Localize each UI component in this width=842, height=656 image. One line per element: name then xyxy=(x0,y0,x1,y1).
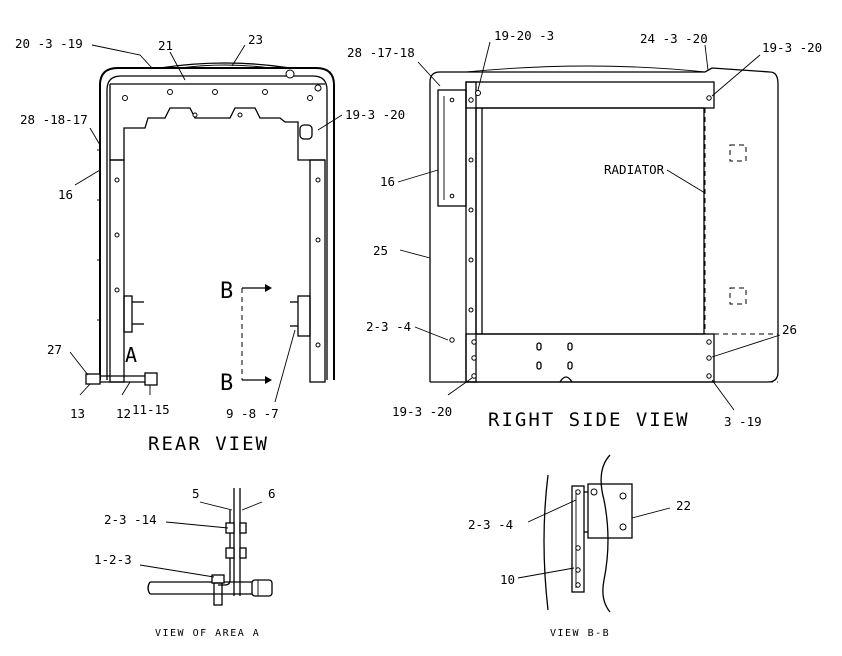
label-19-3-20-top: 19-3 -20 xyxy=(762,40,822,55)
label-1-2-3: 1-2-3 xyxy=(94,552,132,567)
view-b-b: 2-3 -4 22 10 VIEW B-B xyxy=(468,454,691,639)
view-b-b-title: VIEW B-B xyxy=(550,628,610,639)
right-side-view-title: RIGHT SIDE VIEW xyxy=(488,409,690,431)
label-11-15: 11-15 xyxy=(132,402,170,417)
label-27: 27 xyxy=(47,342,62,357)
label-19-3-20-bottom: 19-3 -20 xyxy=(392,404,452,419)
label-10: 10 xyxy=(500,572,515,587)
label-2-3-14: 2-3 -14 xyxy=(104,512,157,527)
label-5: 5 xyxy=(192,486,200,501)
label-16: 16 xyxy=(380,174,395,189)
right-side-view: 28 -17-18 19-20 -3 24 -3 -20 19-3 -20 16… xyxy=(347,28,822,431)
label-9-8-7: 9 -8 -7 xyxy=(226,406,279,421)
label-23: 23 xyxy=(248,32,263,47)
rear-view: 20 -3 -19 21 23 28 -18-17 19-3 -20 16 B … xyxy=(15,32,405,455)
label-19-3-20: 19-3 -20 xyxy=(345,107,405,122)
label-3-19: 3 -19 xyxy=(724,414,762,429)
label-19-20-3: 19-20 -3 xyxy=(494,28,554,43)
label-22: 22 xyxy=(676,498,691,513)
label-2-3-4: 2-3 -4 xyxy=(468,517,513,532)
label-21: 21 xyxy=(158,38,173,53)
label-6: 6 xyxy=(268,486,276,501)
label-25: 25 xyxy=(373,243,388,258)
view-of-area-a: 5 6 2-3 -14 1-2-3 VIEW OF AREA A xyxy=(94,486,276,639)
label-20-3-19: 20 -3 -19 xyxy=(15,36,83,51)
label-28-18-17: 28 -18-17 xyxy=(20,112,88,127)
label-16: 16 xyxy=(58,187,73,202)
label-2-3-4: 2-3 -4 xyxy=(366,319,411,334)
view-of-area-a-title: VIEW OF AREA A xyxy=(155,628,260,639)
label-26: 26 xyxy=(782,322,797,337)
label-13: 13 xyxy=(70,406,85,421)
label-24-3-20: 24 -3 -20 xyxy=(640,31,708,46)
area-a-label: A xyxy=(125,343,137,367)
label-28-17-18: 28 -17-18 xyxy=(347,45,415,60)
section-b-bottom-label: B xyxy=(220,371,233,396)
section-b-top-label: B xyxy=(220,279,233,304)
label-12: 12 xyxy=(116,406,131,421)
radiator-label: RADIATOR xyxy=(604,162,665,177)
rear-view-title: REAR VIEW xyxy=(148,433,269,455)
